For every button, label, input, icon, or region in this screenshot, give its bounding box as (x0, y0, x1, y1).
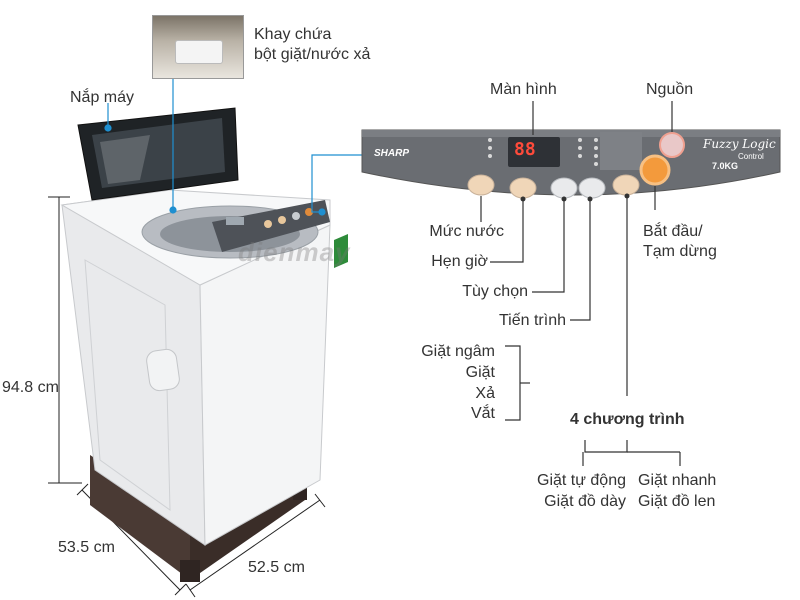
label-tray-line1: Khay chứa (254, 26, 332, 43)
programs-title: 4 chương trình (570, 411, 685, 428)
program-item: Giặt đồ len (638, 492, 716, 510)
program-item: Giặt đồ dày (544, 492, 626, 510)
process-step: Giặt (465, 363, 495, 381)
label-timer: Hẹn giờ (431, 253, 488, 270)
dimension-depth: 53.5 cm (58, 539, 115, 556)
detergent-tray-inset (152, 15, 244, 79)
label-start-pause: Bắt đầu/ Tạm dừng (643, 222, 717, 262)
process-step: Vắt (470, 405, 495, 423)
washer-body (60, 107, 348, 546)
programs-right-list: Giặt nhanh Giặt đồ len (638, 471, 716, 513)
callout-lines (480, 101, 681, 466)
label-options: Tùy chọn (462, 283, 528, 300)
panel-logo-line2: Control (738, 152, 764, 161)
label-tray: Khay chứa bột giặt/nước xả (254, 25, 370, 65)
detergent-tray (175, 40, 223, 64)
leader-lines (104, 78, 362, 216)
label-water-level: Mức nước (429, 223, 504, 240)
dimension-height: 94.8 cm (2, 379, 59, 396)
label-start-line2: Tạm dừng (643, 243, 717, 260)
label-start-line1: Bắt đầu/ (643, 223, 703, 240)
label-lid: Nắp máy (70, 89, 135, 106)
dimension-width: 52.5 cm (248, 559, 305, 576)
callout-dots (520, 193, 630, 202)
label-tray-line2: bột giặt/nước xả (254, 46, 371, 63)
panel-buttons (467, 154, 671, 199)
label-power: Nguồn (646, 81, 694, 98)
panel-capacity: 7.0KG (712, 161, 739, 171)
program-item: Giặt tự động (537, 472, 626, 489)
programs-left-list: Giặt tự động Giặt đồ dày (537, 471, 626, 513)
label-process: Tiến trình (499, 312, 566, 329)
process-step: Giặt ngâm (421, 343, 495, 360)
process-steps-list: Giặt ngâm Giặt Xả Vắt (421, 342, 495, 425)
program-item: Giặt nhanh (638, 472, 717, 489)
panel-logo-line1: Fuzzy Logic (703, 137, 776, 151)
label-screen: Màn hình (490, 81, 557, 98)
panel-brand: SHARP (374, 148, 410, 159)
panel-display: 88 (514, 139, 536, 160)
watermark: dienmay (238, 237, 351, 267)
process-step: Xả (475, 384, 495, 402)
